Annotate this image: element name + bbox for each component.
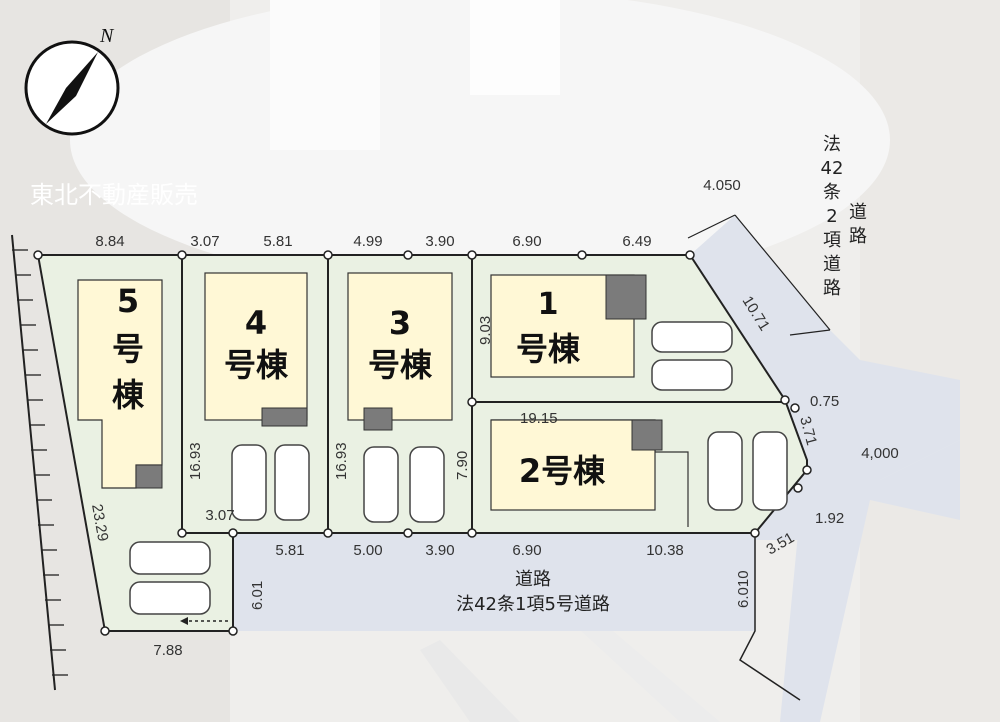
house-3-label: 号棟 bbox=[368, 346, 433, 384]
svg-text:道: 道 bbox=[823, 254, 841, 275]
house-5-char-2: 棟 bbox=[112, 376, 145, 414]
north-arrow-icon bbox=[46, 52, 98, 124]
svg-text:路: 路 bbox=[849, 226, 867, 247]
house-4-label: 号棟 bbox=[224, 346, 289, 384]
south-road bbox=[233, 533, 755, 631]
dim-top-7: 6.49 bbox=[622, 233, 651, 250]
east-road-south bbox=[780, 440, 960, 722]
dim-bottom-788: 7.88 bbox=[153, 642, 182, 659]
east-road-diagonal bbox=[690, 215, 960, 540]
dim-bottom-2: 5.81 bbox=[275, 542, 304, 559]
svg-text:法: 法 bbox=[823, 134, 841, 155]
house-3[interactable]: 3 号棟 bbox=[347, 272, 453, 431]
dim-road-e: 4,000 bbox=[861, 445, 899, 462]
svg-text:条: 条 bbox=[823, 182, 841, 203]
dim-top-6: 6.90 bbox=[512, 233, 541, 250]
house-4[interactable]: 4 号棟 bbox=[204, 272, 308, 427]
house-2-label: 2号棟 bbox=[519, 452, 606, 490]
dim-left-1693: 16.93 bbox=[187, 442, 204, 480]
svg-text:項: 項 bbox=[823, 230, 841, 251]
west-boundary-hatch bbox=[11, 234, 68, 691]
dim-e-075: 0.75 bbox=[810, 393, 839, 410]
house-1-number: 1 bbox=[538, 287, 559, 322]
house-4-number: 4 bbox=[245, 304, 267, 342]
house-5-char-1: 号 bbox=[112, 330, 144, 368]
dim-top-3: 5.81 bbox=[263, 233, 292, 250]
svg-text:2: 2 bbox=[826, 206, 837, 227]
south-road-label-1: 道路 bbox=[515, 569, 551, 590]
dim-e-371: 3.71 bbox=[796, 415, 820, 448]
dim-top-5: 3.90 bbox=[425, 233, 454, 250]
svg-text:路: 路 bbox=[823, 278, 841, 299]
dim-bottom-6: 10.38 bbox=[646, 542, 684, 559]
house-3-number: 3 bbox=[389, 304, 411, 342]
dim-v-790: 7.90 bbox=[454, 451, 471, 480]
dim-bottom-3: 5.00 bbox=[353, 542, 382, 559]
dim-house2-top: 19.15 bbox=[520, 410, 558, 427]
dim-west: 23.29 bbox=[88, 503, 111, 543]
dim-bottom-1: 3.07 bbox=[205, 507, 234, 524]
dim-v-601: 6.01 bbox=[249, 581, 266, 610]
house-1[interactable]: 1 号棟 bbox=[490, 274, 647, 378]
house-5[interactable]: 5 号 棟 bbox=[77, 279, 163, 489]
dim-house1-depth: 9.03 bbox=[477, 316, 494, 345]
east-road-label: 法 42 条 2 項 道 路 道 路 bbox=[821, 134, 867, 299]
compass: N bbox=[24, 25, 120, 136]
dim-v-6010: 6.010 bbox=[735, 570, 752, 608]
dim-mid-1693: 16.93 bbox=[333, 442, 350, 480]
dim-bottom-4: 3.90 bbox=[425, 542, 454, 559]
svg-text:道: 道 bbox=[849, 202, 867, 223]
house-1-label: 号棟 bbox=[516, 330, 581, 368]
house-5-number: 5 bbox=[117, 282, 139, 320]
dim-top-4: 4.99 bbox=[353, 233, 382, 250]
south-road-label-2: 法42条1項5号道路 bbox=[456, 594, 610, 615]
dim-e-192: 1.92 bbox=[815, 510, 844, 527]
dim-top-1: 8.84 bbox=[95, 233, 124, 250]
svg-text:42: 42 bbox=[821, 158, 844, 179]
dim-top-2: 3.07 bbox=[190, 233, 219, 250]
dim-bottom-5: 6.90 bbox=[512, 542, 541, 559]
dim-road-ne: 4.050 bbox=[703, 177, 741, 194]
parking-cars bbox=[129, 321, 788, 615]
house-2[interactable]: 2号棟 bbox=[490, 419, 689, 527]
compass-north-label: N bbox=[99, 25, 115, 47]
seller-name: 東北不動産販売 bbox=[30, 181, 198, 209]
